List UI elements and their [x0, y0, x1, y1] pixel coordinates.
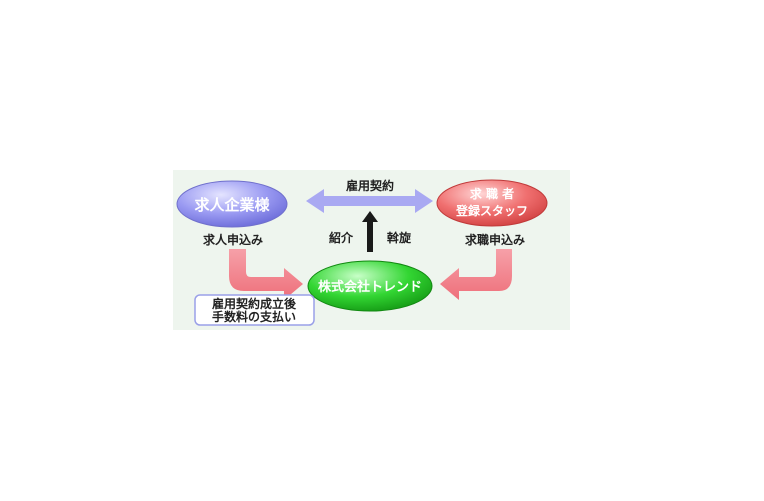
company-node-label: 株式会社トレンド — [318, 279, 422, 295]
jobseeker-apply-arrow — [440, 249, 512, 300]
jobseeker-node-line2: 登録スタッフ — [455, 203, 528, 218]
jobseeker-node: 求 職 者 登録スタッフ — [436, 179, 548, 227]
jobseeker-apply-label: 求職申込み — [465, 232, 525, 247]
contract-double-arrow — [306, 189, 433, 213]
fee-note-line2: 手数料の支払い — [212, 309, 296, 324]
fee-note-box: 雇用契約成立後 手数料の支払い — [194, 294, 315, 326]
center-up-arrow — [362, 211, 378, 252]
employer-apply-label: 求人申込み — [203, 232, 263, 247]
employer-apply-arrow — [229, 249, 303, 300]
introduce-label: 紹介 — [329, 230, 354, 245]
employer-node: 求人企業様 — [176, 180, 288, 228]
mediate-label: 斡旋 — [387, 230, 412, 245]
contract-label: 雇用契約 — [346, 178, 394, 193]
company-node: 株式会社トレンド — [307, 260, 433, 312]
jobseeker-node-line1: 求 職 者 — [470, 186, 514, 201]
fee-note-line1: 雇用契約成立後 — [212, 296, 297, 311]
employer-node-label: 求人企業様 — [194, 196, 270, 214]
